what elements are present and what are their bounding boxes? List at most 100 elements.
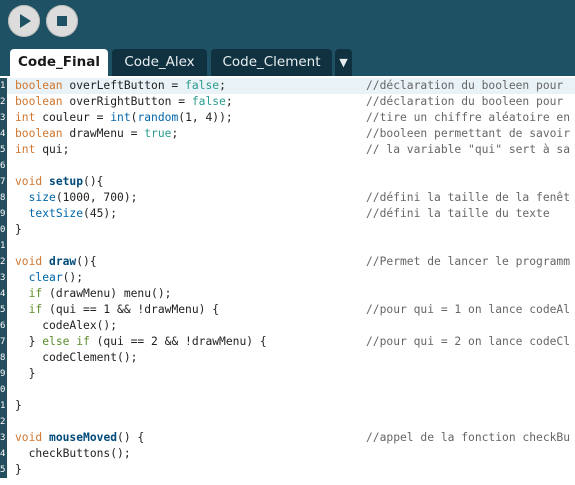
code-token: } <box>15 463 22 476</box>
code-line: 1 boolean overLeftButton = false; //décl… <box>0 78 575 94</box>
line-number: 2 <box>0 94 7 110</box>
code-token: codeAlex(); <box>15 319 118 332</box>
code-token: int <box>15 143 36 156</box>
line-number: 9 <box>0 366 7 382</box>
tab-menu-button[interactable]: ▼ <box>335 49 352 76</box>
code-token: } <box>15 223 22 236</box>
stop-button[interactable] <box>46 5 78 37</box>
code-token <box>15 191 29 204</box>
line-number: 1 <box>0 398 7 414</box>
code-token: (45); <box>83 207 118 220</box>
tab-code-clement[interactable]: Code_Clement <box>211 49 332 76</box>
code-line: 5 int qui; // la variable "qui" sert à s… <box>0 142 575 158</box>
code-comment: //pour qui = 2 on lance codeCl <box>366 335 571 348</box>
line-number: 3 <box>0 270 7 286</box>
code-token: overLeftButton = <box>62 79 186 92</box>
code-comment: //défini la taille du texte <box>366 207 550 220</box>
code-line: 3 int couleur = int(random(1, 4)); //tir… <box>0 110 575 126</box>
line-number: 1 <box>0 78 7 94</box>
tab-bar: Code_Final Code_Alex Code_Clement ▼ <box>0 48 575 76</box>
code-comment: //booleen permettant de savoir <box>366 127 571 140</box>
line-number: 9 <box>0 206 7 222</box>
line-number: 2 <box>0 414 7 430</box>
line-number: 6 <box>0 158 7 174</box>
code-token: void <box>15 431 43 444</box>
code-token: int <box>110 111 131 124</box>
stop-icon <box>57 16 67 26</box>
line-number: 3 <box>0 110 7 126</box>
code-token <box>15 207 29 220</box>
line-number: 0 <box>0 382 7 398</box>
code-token: int <box>15 111 36 124</box>
chevron-down-icon: ▼ <box>339 56 348 69</box>
line-number: 7 <box>0 174 7 190</box>
code-token: } <box>15 399 22 412</box>
code-token: setup <box>49 175 84 188</box>
code-token: ; <box>225 95 233 108</box>
code-line: 2 boolean overRightButton = false; //déc… <box>0 94 575 110</box>
line-number: 0 <box>0 222 7 238</box>
code-token: (){ <box>76 255 97 268</box>
code-token <box>42 255 49 268</box>
code-line: 4 boolean drawMenu = true; //booleen per… <box>0 126 575 142</box>
line-number: 1 <box>0 238 7 254</box>
code-token: (drawMenu) menu(); <box>42 287 172 300</box>
code-line: 0 <box>0 382 575 398</box>
code-token: true <box>144 127 172 140</box>
code-token: boolean <box>15 79 63 92</box>
code-token: void <box>15 175 43 188</box>
code-line: 7 } else if (qui == 2 && !drawMenu) { //… <box>0 334 575 350</box>
code-editor[interactable]: 1 boolean overLeftButton = false; //décl… <box>0 76 575 485</box>
line-number: 7 <box>0 334 7 350</box>
code-token: textSize <box>28 207 84 220</box>
code-token: clear <box>28 271 63 284</box>
code-token: boolean <box>15 95 63 108</box>
code-token: (1, 4)); <box>178 111 233 124</box>
line-number: 5 <box>0 142 7 158</box>
line-number: 3 <box>0 430 7 446</box>
line-number: 4 <box>0 286 7 302</box>
code-comment: //défini la taille de la fenêt <box>366 191 571 204</box>
code-line: 3 void mouseMoved() { //appel de la fonc… <box>0 430 575 446</box>
code-token: size <box>28 191 56 204</box>
code-comment: //pour qui = 1 on lance codeAl <box>366 303 571 316</box>
code-token <box>42 431 49 444</box>
code-line: 4 checkButtons(); <box>0 446 575 462</box>
line-number: 5 <box>0 462 7 478</box>
line-number: 8 <box>0 350 7 366</box>
code-line: 5 } <box>0 462 575 478</box>
run-button[interactable] <box>8 5 40 37</box>
code-token: } <box>15 367 36 380</box>
tab-code-final[interactable]: Code_Final <box>10 49 108 76</box>
code-token: if <box>28 287 43 300</box>
code-comment: // la variable "qui" sert à sa <box>366 143 571 156</box>
code-token: false <box>191 95 226 108</box>
code-comment: //déclaration du booleen pour <box>366 79 564 92</box>
code-line: 9 } <box>0 366 575 382</box>
code-token: random <box>137 111 179 124</box>
code-token <box>42 175 49 188</box>
code-token: qui; <box>35 143 70 156</box>
tab-code-alex[interactable]: Code_Alex <box>112 49 207 76</box>
code-token: else if <box>42 335 90 348</box>
code-token: mouseMoved <box>49 431 118 444</box>
code-comment: //Permet de lancer le programm <box>366 255 571 268</box>
code-line: 6 codeAlex(); <box>0 318 575 334</box>
code-line: 1 <box>0 238 575 254</box>
play-icon <box>20 14 31 28</box>
line-number: 6 <box>0 318 7 334</box>
code-token <box>15 271 29 284</box>
code-token: false <box>185 79 220 92</box>
code-comment: //appel de la fonction checkBu <box>366 431 571 444</box>
code-token: codeClement(); <box>15 351 138 364</box>
code-token: draw <box>49 255 77 268</box>
code-line: 6 <box>0 158 575 174</box>
code-token: ; <box>219 79 226 92</box>
line-number: 2 <box>0 254 7 270</box>
code-token: drawMenu = <box>62 127 145 140</box>
code-token: ( <box>130 111 138 124</box>
code-token: (){ <box>83 175 104 188</box>
code-token: couleur = <box>35 111 111 124</box>
code-token: boolean <box>15 127 63 140</box>
code-line: 4 if (drawMenu) menu(); <box>0 286 575 302</box>
